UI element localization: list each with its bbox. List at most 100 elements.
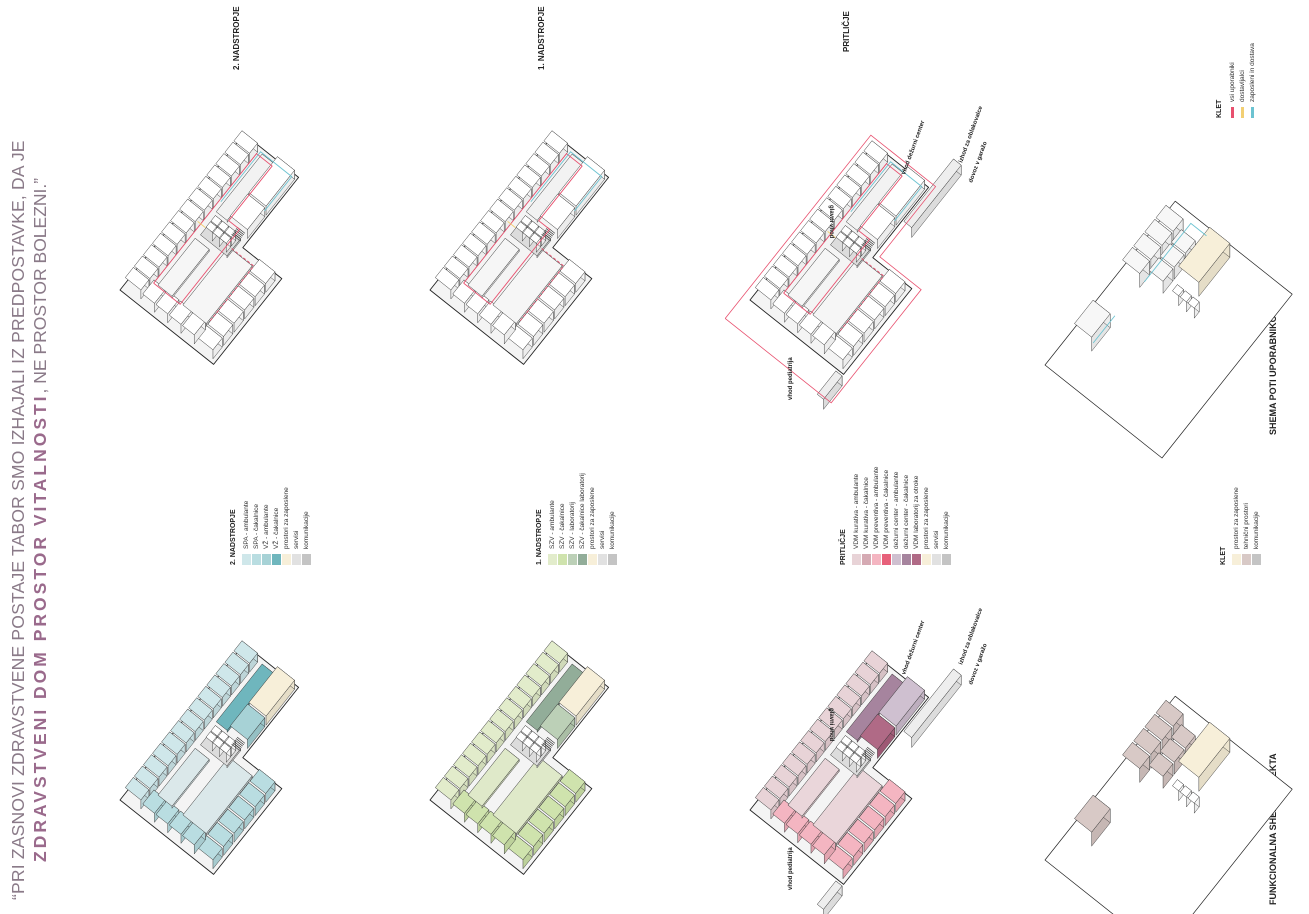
legend-item: VDM preventiva - čakalnice: [881, 467, 891, 565]
room-amb: [233, 130, 258, 154]
paths-plan-pritlicje: [724, 134, 962, 410]
basement-core: [1187, 296, 1200, 309]
quote-line-2: ZDRAVSTVENI DOM PROSTOR VITALNOSTI, NE P…: [30, 178, 51, 862]
basement-core: [1179, 785, 1192, 798]
legend-item: komunikacije: [301, 487, 311, 565]
legend-item: komunikacije: [1251, 487, 1261, 565]
legend-label: SPA - ambulante: [242, 500, 250, 549]
room-amb: [161, 731, 186, 755]
legend-swatch: [587, 554, 597, 565]
label-dovoz-garaza: dovoz v garažo: [968, 643, 989, 686]
legend-label: SPA - čakalnice: [252, 503, 260, 549]
room-amb: [543, 640, 568, 664]
room-amb: [197, 686, 222, 710]
room-amb: [528, 808, 554, 834]
waiting-area: [467, 238, 520, 297]
stair-line: [863, 751, 872, 758]
label-vhod-dezurni: vhod dežurni center: [901, 619, 926, 675]
basement-room: [1159, 243, 1185, 268]
room-amb: [230, 703, 266, 740]
legend-item: servisi: [291, 487, 301, 565]
room-amb: [435, 777, 460, 801]
room-amb: [179, 708, 204, 732]
basement-room: [1074, 794, 1111, 833]
legend-item: komunikacije: [607, 473, 617, 565]
legend-label: prostori za zaposlene: [1232, 487, 1240, 549]
legend-item: VŽ - ambulante: [261, 487, 271, 565]
user-path: [530, 151, 603, 212]
room-amb: [206, 164, 231, 188]
room-amb: [534, 651, 559, 675]
stair-line: [542, 232, 551, 240]
legend-swatch: [577, 554, 587, 565]
room-amb: [854, 661, 879, 685]
legend-item: SZV - laboratorij: [567, 473, 577, 565]
legend-label: servisi: [598, 530, 606, 549]
stair-line: [541, 233, 550, 241]
legend-label: VŽ - čakalnice: [272, 507, 280, 549]
stair-line: [232, 742, 241, 750]
room-amb: [845, 673, 870, 697]
core-cell: [515, 221, 527, 233]
core-cell: [849, 752, 861, 764]
legend-item: dežurni center - čakalnice: [901, 467, 911, 565]
legend-item: SPA - ambulante: [241, 487, 251, 565]
basement-staff: [1178, 226, 1231, 283]
room-amb: [239, 782, 265, 808]
functional-plan-pritlicje: [749, 650, 962, 914]
room-amb: [125, 267, 150, 291]
garage-ramp: [903, 158, 962, 228]
core-cell: [515, 731, 527, 743]
legend-item: VDM laboratorij za otroke: [911, 467, 921, 565]
legend-item: SZV - čakalnice laboratorij: [577, 473, 587, 565]
core-cell: [219, 742, 231, 754]
waiting-area: [812, 256, 883, 334]
core-cell: [217, 730, 229, 742]
garage-ramp: [816, 880, 843, 910]
legend-item: servisi: [597, 473, 607, 565]
core-cell: [534, 736, 546, 748]
legend-label: servisi: [932, 530, 940, 549]
waiting-area: [492, 246, 563, 324]
legend-label: dežurni center - čakalnice: [902, 474, 910, 549]
room-amb: [800, 730, 825, 754]
room-amb: [845, 163, 870, 187]
stair-line: [545, 738, 555, 745]
room-amb: [525, 663, 550, 687]
room-amb: [863, 140, 888, 164]
legend-swatch: [557, 554, 567, 565]
room-amb: [755, 787, 780, 811]
room-amb: [161, 221, 186, 245]
room-amb: [549, 782, 575, 808]
legend-swatch: [261, 554, 271, 565]
room-amb: [498, 187, 523, 211]
stair-line: [861, 753, 870, 761]
quote-emphasis: ZDRAVSTVENI DOM PROSTOR VITALNOSTI: [30, 393, 50, 862]
room-amb: [435, 267, 460, 291]
waiting-area: [812, 766, 883, 844]
waiting-area: [182, 246, 253, 324]
room-amb: [224, 651, 249, 675]
stair-line: [866, 746, 876, 754]
room-amb: [471, 731, 496, 755]
room-amb: [249, 769, 276, 794]
room-amb: [480, 720, 505, 744]
basement-room: [1122, 742, 1150, 769]
paths-plan-nad1: [429, 130, 610, 365]
room-amb: [517, 822, 544, 847]
annotations-functional: vhod pediatrija vhod dežurni center izho…: [788, 607, 989, 890]
waiting-area: [157, 238, 210, 297]
legend-item: SPA - čakalnice: [251, 487, 261, 565]
room-amb: [854, 151, 879, 175]
user-path: [197, 221, 206, 228]
core-cell: [522, 737, 534, 748]
basement-room: [1122, 247, 1150, 274]
functional-plan-nad1: [429, 640, 610, 875]
legend-item: SZV - čakalnice: [557, 473, 567, 565]
legend-label: prostori za zaposlene: [282, 487, 290, 549]
waiting-area: [467, 748, 520, 807]
room-amb: [179, 198, 204, 222]
